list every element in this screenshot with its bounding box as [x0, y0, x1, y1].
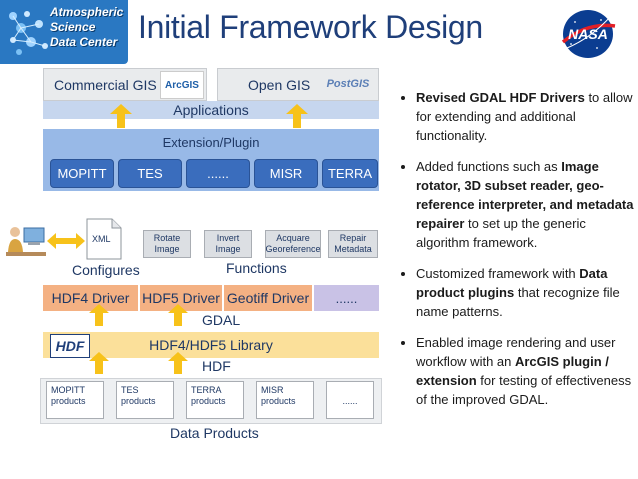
arcgis-logo-text: ArcGIS [165, 79, 199, 91]
plugin-mopitt: MOPITT [50, 159, 114, 188]
bullet-text: to set up the generic algorithm framewor… [416, 216, 586, 250]
bullet-text: for testing of effectiveness of the impr… [416, 373, 632, 407]
logo-line: Data Center [50, 35, 118, 49]
open-gis-label: Open GIS [248, 76, 311, 93]
hdf-library-bar: HDF4/HDF5 Library [43, 332, 379, 358]
arrow-up-icon [110, 104, 132, 128]
plugin-misr: MISR [254, 159, 318, 188]
driver-label: Geotiff Driver [226, 290, 310, 306]
nasa-logo: NASA [561, 10, 616, 58]
plugin-tes: TES [118, 159, 182, 188]
hdf-logo-text: HDF [55, 338, 85, 354]
postgis-logo-text: PostGIS [326, 78, 370, 90]
driver-ellipsis: ...... [314, 285, 379, 311]
arrow-up-icon [89, 352, 109, 374]
driver-label: ...... [335, 290, 358, 306]
function-invert-image: Invert Image [204, 230, 252, 258]
xml-label: XML [92, 234, 111, 244]
bullet-text: to allow for extending and additional fu… [416, 90, 633, 143]
double-arrow-icon [47, 233, 85, 249]
plugin-label: MISR [269, 166, 303, 181]
product-ellipsis: ...... [326, 381, 374, 419]
arrow-up-icon [89, 304, 109, 326]
plugin-label: TERRA [327, 166, 373, 181]
configures-label: Configures [72, 262, 140, 278]
postgis-logo: PostGIS [322, 71, 374, 97]
driver-label: HDF4 Driver [51, 290, 130, 306]
plugin-label: MOPITT [57, 166, 107, 181]
bullet-text: Customized framework with [416, 266, 580, 281]
function-repair-metadata: Repair Metadata [328, 230, 378, 258]
plugin-label: TES [137, 166, 163, 181]
applications-bar: Applications [43, 101, 379, 119]
open-gis-box: Open GIS [217, 68, 379, 101]
bullet-bold-text: Revised GDAL HDF Drivers [416, 90, 585, 105]
applications-label: Applications [173, 102, 249, 118]
bullet-text: that recognize file name patterns. [416, 285, 620, 319]
data-products-label: Data Products [170, 425, 259, 441]
extension-plugin-bar: Extension/Plugin [43, 129, 379, 155]
nasa-logo-text: NASA [568, 26, 608, 42]
gdal-label: GDAL [202, 312, 241, 328]
arrow-up-icon [286, 104, 308, 128]
xml-file-icon [86, 218, 122, 260]
arrow-up-icon [168, 304, 188, 326]
plugin-terra: TERRA [322, 159, 378, 188]
asdc-logo-graphic [9, 11, 48, 55]
arcgis-logo: ArcGIS [160, 71, 204, 99]
bullet-bold-text: Data product plugins [416, 266, 608, 300]
plugin-label: ...... [207, 166, 229, 181]
bullet-item: Customized framework with Data product p… [416, 264, 634, 321]
product-misr: MISR products [256, 381, 314, 419]
hdf-logo: HDF [50, 334, 90, 358]
bullet-items: Revised GDAL HDF Drivers to allow for ex… [402, 88, 634, 409]
hdf-label: HDF [202, 358, 231, 374]
bullet-list: Revised GDAL HDF Drivers to allow for ex… [402, 88, 634, 421]
driver-hdf4: HDF4 Driver [43, 285, 138, 311]
driver-label: HDF5 Driver [142, 290, 220, 306]
asdc-logo-text: Atmospheric Science Data Center [50, 5, 128, 50]
hdf-library-label: HDF4/HDF5 Library [149, 337, 273, 353]
plugin-ellipsis: ...... [186, 159, 250, 188]
function-rotate-image: Rotate Image [143, 230, 191, 258]
bullet-item: Added functions such as Image rotator, 3… [416, 157, 634, 252]
bullet-bold-text: Image rotator, 3D subset reader, geo-ref… [416, 159, 634, 231]
bullet-text: Added functions such as [416, 159, 562, 174]
bullet-item: Enabled image rendering and user workflo… [416, 333, 634, 409]
bullet-item: Revised GDAL HDF Drivers to allow for ex… [416, 88, 634, 145]
asdc-logo: Atmospheric Science Data Center [0, 0, 128, 64]
commercial-gis-label: Commercial GIS [54, 76, 157, 93]
bullet-bold-text: ArcGIS plugin / extension [416, 354, 609, 388]
extension-plugin-label: Extension/Plugin [162, 134, 260, 150]
driver-hdf5: HDF5 Driver [140, 285, 222, 311]
product-mopitt: MOPITT products [46, 381, 104, 419]
bullet-text: Enabled image rendering and user workflo… [416, 335, 616, 369]
product-terra: TERRA products [186, 381, 244, 419]
logo-line: Atmospheric [50, 5, 124, 19]
arrow-up-icon [168, 352, 188, 374]
functions-label: Functions [226, 260, 287, 276]
driver-geotiff: Geotiff Driver [224, 285, 312, 311]
user-computer-icon [6, 227, 46, 256]
product-tes: TES products [116, 381, 174, 419]
function-acquare-georeference: Acquare Georeference [265, 230, 321, 258]
slide-title: Initial Framework Design [138, 9, 483, 45]
logo-line: Science [50, 20, 96, 34]
